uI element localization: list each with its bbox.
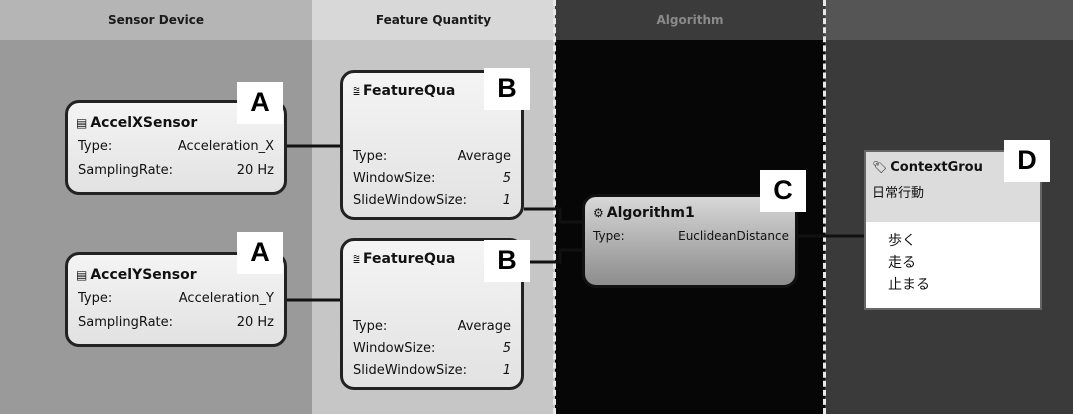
row-value: Acceleration_X bbox=[177, 139, 274, 154]
row-key: WindowSize: bbox=[353, 341, 436, 356]
context-item[interactable]: 走る bbox=[888, 255, 916, 271]
node-row: Type: Average bbox=[353, 319, 511, 341]
row-key: WindowSize: bbox=[353, 171, 436, 186]
node-row: WindowSize: 5 bbox=[353, 341, 511, 363]
row-value: Acceleration_Y bbox=[178, 291, 274, 306]
lane-header-algorithm: Algorithm bbox=[555, 0, 825, 40]
row-value: Average bbox=[457, 319, 511, 334]
row-value: 5 bbox=[502, 171, 511, 186]
node-row: Type: Acceleration_Y bbox=[78, 291, 274, 313]
row-key: Type: bbox=[353, 149, 388, 164]
context-group-title: 🏷ContextGrou bbox=[872, 160, 983, 175]
callout-label-b: B bbox=[484, 68, 530, 110]
node-row: SlideWindowSize: 1 bbox=[353, 193, 511, 215]
callout-label-b: B bbox=[484, 240, 530, 282]
row-value: Average bbox=[457, 149, 511, 164]
lane-divider bbox=[823, 0, 826, 414]
callout-label-d: D bbox=[1004, 140, 1050, 182]
node-row: SlideWindowSize: 1 bbox=[353, 363, 511, 385]
feature-node-title: ⩰FeatureQua bbox=[353, 251, 456, 267]
row-value: EuclideanDistance bbox=[678, 229, 789, 243]
lane-header-feature-quantity: Feature Quantity bbox=[312, 0, 555, 40]
context-group-subtitle: 日常行動 bbox=[872, 186, 925, 201]
lane-header-context bbox=[825, 0, 1073, 40]
row-key: SamplingRate: bbox=[78, 315, 174, 330]
callout-label-c: C bbox=[760, 170, 806, 212]
row-key: Type: bbox=[78, 139, 113, 154]
row-key: Type: bbox=[353, 319, 388, 334]
node-row: Type: Average bbox=[353, 149, 511, 171]
context-item[interactable]: 歩く bbox=[888, 233, 916, 249]
node-row: SamplingRate: 20 Hz bbox=[78, 163, 274, 185]
feature-icon: ⩰ bbox=[353, 84, 361, 98]
connector-feature-1-to-algorithm bbox=[524, 207, 582, 224]
lane-divider bbox=[553, 0, 556, 414]
row-value: 5 bbox=[502, 341, 511, 356]
node-row: Type: Acceleration_X bbox=[78, 139, 274, 161]
sensor-node-title: ▤AccelXSensor bbox=[76, 115, 198, 131]
row-key: Type: bbox=[593, 229, 625, 243]
sensor-icon: ▤ bbox=[76, 116, 88, 130]
sensor-icon: ▤ bbox=[76, 268, 88, 282]
feature-node-1[interactable]: ⩰FeatureQua Type: Average WindowSize: 5 … bbox=[340, 70, 524, 220]
callout-label-a: A bbox=[237, 232, 283, 274]
callout-label-a: A bbox=[237, 82, 283, 124]
row-key: SlideWindowSize: bbox=[353, 363, 468, 378]
row-key: SamplingRate: bbox=[78, 163, 174, 178]
row-value: 1 bbox=[502, 193, 511, 208]
lane-header-sensor-device: Sensor Device bbox=[0, 0, 312, 40]
row-key: SlideWindowSize: bbox=[353, 193, 468, 208]
node-row: Type: EuclideanDistance bbox=[593, 229, 789, 251]
algorithm-node-title: ⚙Algorithm1 bbox=[593, 205, 695, 221]
node-row: WindowSize: 5 bbox=[353, 171, 511, 193]
context-item[interactable]: 止まる bbox=[888, 277, 930, 293]
connector-feature-2-to-algorithm bbox=[524, 248, 582, 264]
sensor-node-title: ▤AccelYSensor bbox=[76, 267, 197, 283]
row-value: 20 Hz bbox=[236, 163, 274, 178]
feature-icon: ⩰ bbox=[353, 252, 361, 266]
tag-icon: 🏷 bbox=[872, 160, 888, 174]
feature-node-title: ⩰FeatureQua bbox=[353, 83, 456, 99]
row-value: 1 bbox=[502, 363, 511, 378]
row-key: Type: bbox=[78, 291, 113, 306]
row-value: 20 Hz bbox=[236, 315, 274, 330]
node-row: SamplingRate: 20 Hz bbox=[78, 315, 274, 337]
gear-icon: ⚙ bbox=[593, 206, 604, 220]
